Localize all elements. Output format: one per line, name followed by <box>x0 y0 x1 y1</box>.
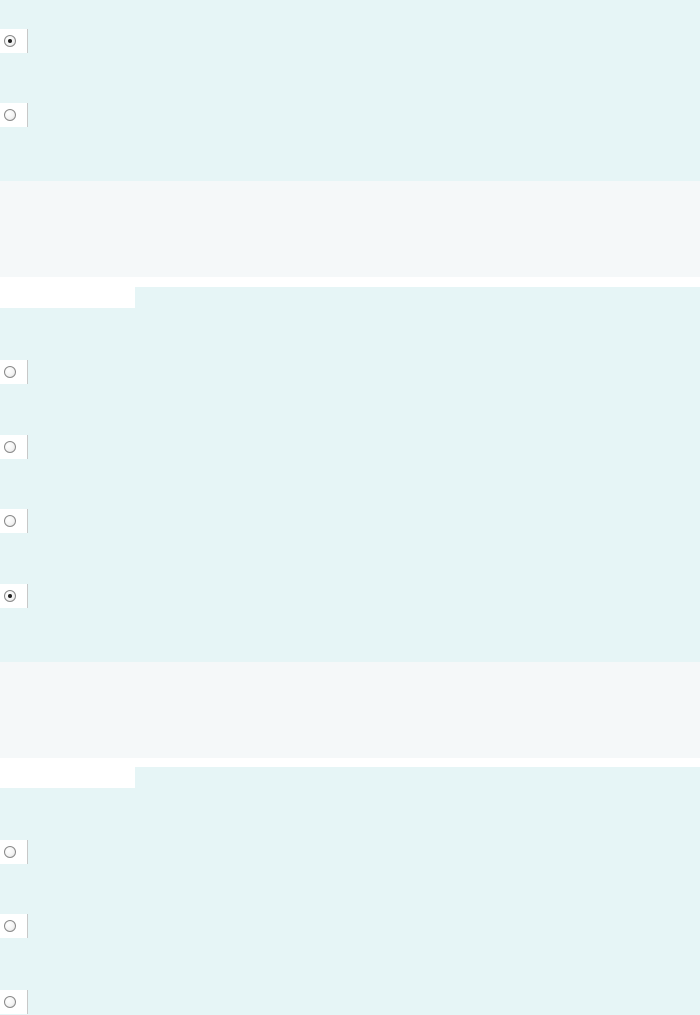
radio-button[interactable] <box>4 515 16 527</box>
question-3-option-1[interactable] <box>0 840 700 866</box>
radio-button[interactable] <box>4 920 16 932</box>
question-2-feedback-panel <box>0 662 700 758</box>
radio-container[interactable] <box>0 840 28 864</box>
question-tab <box>0 287 135 308</box>
radio-button[interactable] <box>4 109 16 121</box>
question-2-option-4[interactable] <box>0 584 700 610</box>
question-tab <box>0 767 135 788</box>
radio-button[interactable] <box>4 366 16 378</box>
radio-button[interactable] <box>4 846 16 858</box>
question-1-feedback-panel <box>0 181 700 277</box>
question-1-option-1[interactable] <box>0 29 700 55</box>
radio-container[interactable] <box>0 435 28 459</box>
separator <box>0 277 700 287</box>
radio-selected-dot-icon <box>8 39 12 43</box>
radio-container[interactable] <box>0 990 28 1014</box>
question-1-option-2[interactable] <box>0 103 700 129</box>
radio-container[interactable] <box>0 103 28 127</box>
radio-button[interactable] <box>4 35 16 47</box>
radio-selected-dot-icon <box>8 594 12 598</box>
radio-container[interactable] <box>0 509 28 533</box>
question-2-option-1[interactable] <box>0 360 700 386</box>
question-3-answer-panel <box>0 767 700 1015</box>
radio-container[interactable] <box>0 29 28 53</box>
separator <box>0 758 700 767</box>
radio-button[interactable] <box>4 441 16 453</box>
radio-button[interactable] <box>4 590 16 602</box>
radio-container[interactable] <box>0 584 28 608</box>
question-1-answer-panel <box>0 0 700 181</box>
radio-container[interactable] <box>0 360 28 384</box>
radio-container[interactable] <box>0 914 28 938</box>
question-3-option-2[interactable] <box>0 914 700 940</box>
question-3-option-3[interactable] <box>0 990 700 1015</box>
question-2-option-3[interactable] <box>0 509 700 535</box>
question-2-option-2[interactable] <box>0 435 700 461</box>
question-2-answer-panel <box>0 287 700 662</box>
radio-button[interactable] <box>4 996 16 1008</box>
